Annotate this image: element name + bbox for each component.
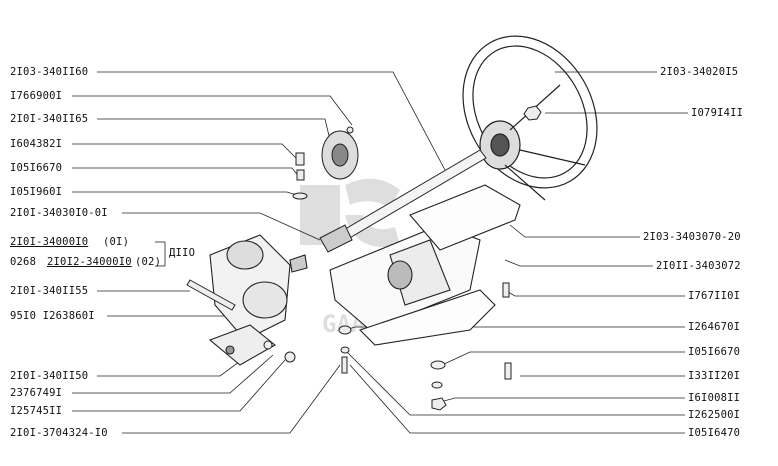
label-l11: 95I0 I263860I: [10, 310, 95, 322]
label-l15: 2I0I-3704324-I0: [10, 427, 108, 439]
label-r7: I05I6670: [688, 346, 741, 358]
label-l1: 2I03-340II60: [10, 66, 89, 78]
label-l12: 2I0I-340II50: [10, 370, 89, 382]
shroud-lower: [358, 289, 496, 346]
label-r4: 2I0II-3403072: [656, 260, 741, 272]
label-r10: I262500I: [688, 409, 741, 421]
label-l9a: 0268: [10, 256, 37, 268]
label-l10: 2I0I-340II55: [10, 285, 89, 297]
label-l4: I604382I: [10, 138, 63, 150]
long-bolt: [186, 279, 236, 311]
label-l5: I05I6670: [10, 162, 63, 174]
label-l14: I25745II: [10, 405, 63, 417]
bearing-plate: [321, 130, 359, 180]
label-l3: 2I0I-340II65: [10, 113, 89, 125]
label-l13: 2376749I: [10, 387, 63, 399]
label-r8: I33II20I: [688, 370, 741, 382]
group-label: ДIIO: [169, 247, 196, 259]
label-r3: 2I03-3403070-20: [643, 231, 741, 243]
label-r11: I05I6470: [688, 427, 741, 439]
label-l6: I05I960I: [10, 186, 63, 198]
shroud-upper: [409, 184, 521, 251]
label-r1: 2I03-34020I5: [660, 66, 739, 78]
label-l8a: 2I0I-34000I0: [10, 236, 89, 248]
steering-wheel: [462, 35, 598, 201]
small-screws: [292, 126, 354, 200]
label-r6: I264670I: [688, 321, 741, 333]
label-r2: I079I4II: [691, 107, 744, 119]
steering-shaft: [319, 149, 487, 253]
label-l9c: (02): [135, 256, 162, 268]
label-l7: 2I0I-34030I0-0I: [10, 207, 108, 219]
steering-gearbox: [208, 234, 308, 366]
label-r5: I767II0I: [688, 290, 741, 302]
fasteners-bottom: [263, 282, 512, 411]
wheel-nut: [523, 105, 542, 121]
label-l2: I766900I: [10, 90, 63, 102]
label-l8b: (0I): [103, 236, 130, 248]
column-bracket: [329, 224, 481, 331]
label-l9b: 2I0I2-34000I0: [47, 256, 132, 268]
label-r9: I6I008II: [688, 392, 741, 404]
